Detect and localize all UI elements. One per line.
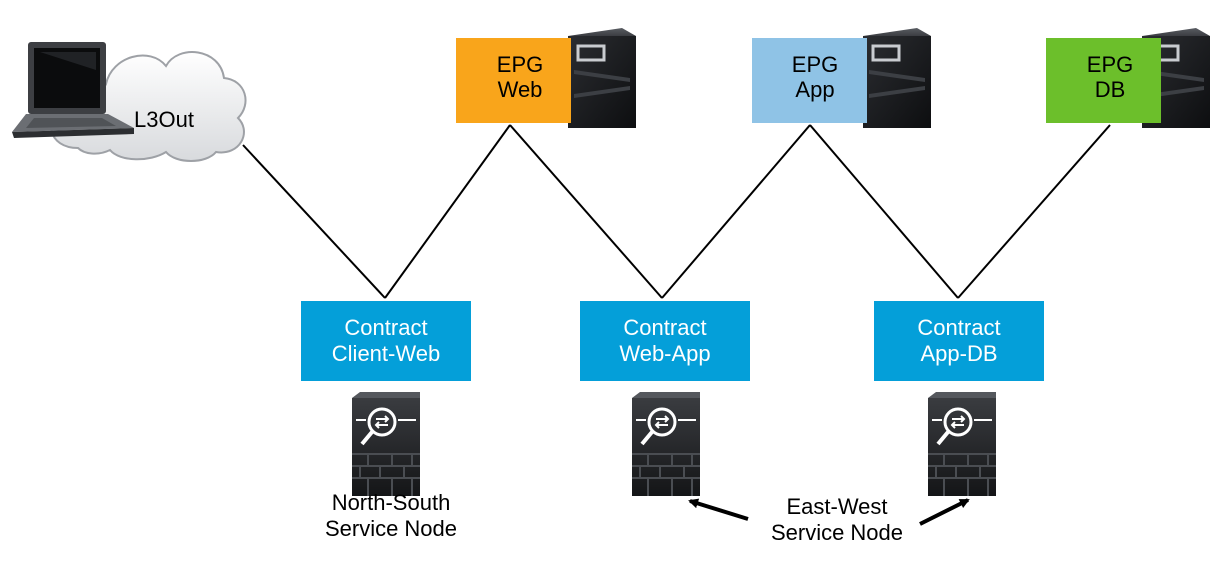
firewall-icon <box>352 392 420 496</box>
epg-app-box <box>752 38 867 123</box>
server-icon <box>863 28 931 128</box>
east-west-service-node-label: East-West Service Node <box>752 494 922 546</box>
epg-web-label: EPG Web <box>490 52 550 102</box>
link-contract-web <box>384 124 511 299</box>
arrow-to-app-db-node <box>919 498 970 526</box>
epg-app-line2: App <box>795 77 835 102</box>
east-west-line1: East-West <box>786 494 888 519</box>
epg-db-line1: EPG <box>1086 52 1134 77</box>
north-south-line1: North-South <box>331 490 451 515</box>
north-south-line2: Service Node <box>324 516 458 541</box>
firewall-icon <box>928 392 996 496</box>
contract-app-db: Contract App-DB <box>874 301 1044 381</box>
contract-client-web-line2: Client-Web <box>331 341 441 366</box>
firewall-icon <box>632 392 700 496</box>
contract-client-web: Contract Client-Web <box>301 301 471 381</box>
epg-db-label: EPG DB <box>1080 52 1140 102</box>
link-web-contract <box>509 124 663 299</box>
contract-client-web-line1: Contract <box>344 315 428 340</box>
link-contract-db <box>957 124 1111 299</box>
l3out-label: L3Out <box>134 107 194 132</box>
epg-db-line2: DB <box>1094 77 1126 102</box>
link-l3out-contract <box>242 144 386 299</box>
epg-app-label: EPG App <box>785 52 845 102</box>
server-icon <box>568 28 636 128</box>
epg-db-box <box>1046 38 1161 123</box>
link-app-contract <box>809 124 959 299</box>
contract-web-app-line1: Contract <box>623 315 707 340</box>
epg-app-line1: EPG <box>791 52 839 77</box>
contract-web-app-line2: Web-App <box>619 341 711 366</box>
link-contract-app <box>661 124 811 299</box>
east-west-line2: Service Node <box>770 520 904 545</box>
epg-web-line1: EPG <box>496 52 544 77</box>
north-south-service-node-label: North-South Service Node <box>306 490 476 542</box>
contract-app-db-line1: Contract <box>917 315 1001 340</box>
epg-web-box <box>456 38 571 123</box>
laptop-icon <box>12 42 134 138</box>
contract-app-db-line2: App-DB <box>920 341 998 366</box>
contract-web-app: Contract Web-App <box>580 301 750 381</box>
arrow-to-web-app-node <box>688 498 749 521</box>
epg-web-line2: Web <box>497 77 543 102</box>
